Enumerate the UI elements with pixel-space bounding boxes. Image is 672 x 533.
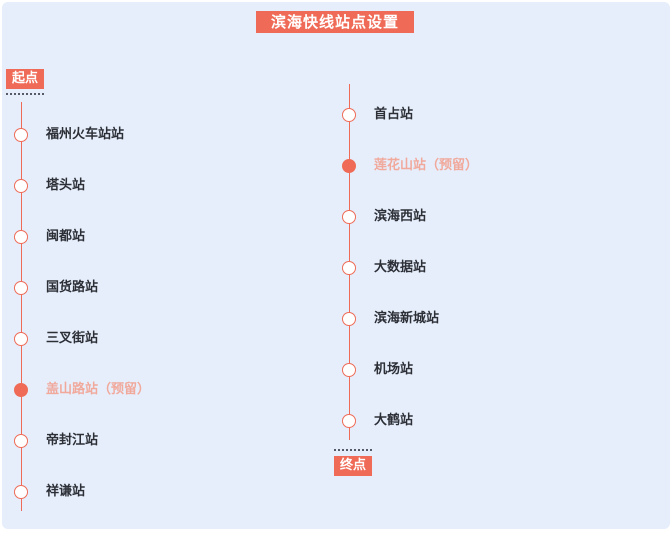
station-marker-icon [14,281,28,295]
station-name: 大鹤站 [374,413,414,428]
reserved-station-marker-icon [14,383,28,397]
station-marker-icon [342,363,356,377]
station-name: 祥谦站 [46,484,86,499]
station-marker-icon [342,261,356,275]
station-name: 三叉街站 [46,331,99,346]
station-name: 滨海新城站 [374,311,440,326]
station-name: 塔头站 [46,178,86,193]
station-marker-icon [342,108,356,122]
start-dotted-divider [6,93,44,95]
station-name: 莲花山站（预留） [374,158,479,173]
station-name: 滨海西站 [374,209,427,224]
station-marker-icon [14,128,28,142]
end-label: 终点 [334,456,372,476]
station-marker-icon [342,210,356,224]
station-marker-icon [14,434,28,448]
diagram-title: 滨海快线站点设置 [256,11,414,33]
left-route-line [21,102,22,511]
station-name: 大数据站 [374,260,427,275]
end-dotted-divider [334,449,372,451]
station-name: 帝封江站 [46,433,99,448]
station-name: 机场站 [374,362,414,377]
station-marker-icon [14,179,28,193]
station-marker-icon [14,332,28,346]
start-label: 起点 [6,69,44,89]
station-name: 闽都站 [46,229,86,244]
station-marker-icon [14,230,28,244]
station-name: 盖山路站（预留） [46,382,151,397]
station-name: 国货路站 [46,280,99,295]
station-marker-icon [14,485,28,499]
station-name: 福州火车站站 [46,127,125,142]
station-name: 首占站 [374,107,414,122]
station-marker-icon [342,414,356,428]
reserved-station-marker-icon [342,159,356,173]
station-marker-icon [342,312,356,326]
